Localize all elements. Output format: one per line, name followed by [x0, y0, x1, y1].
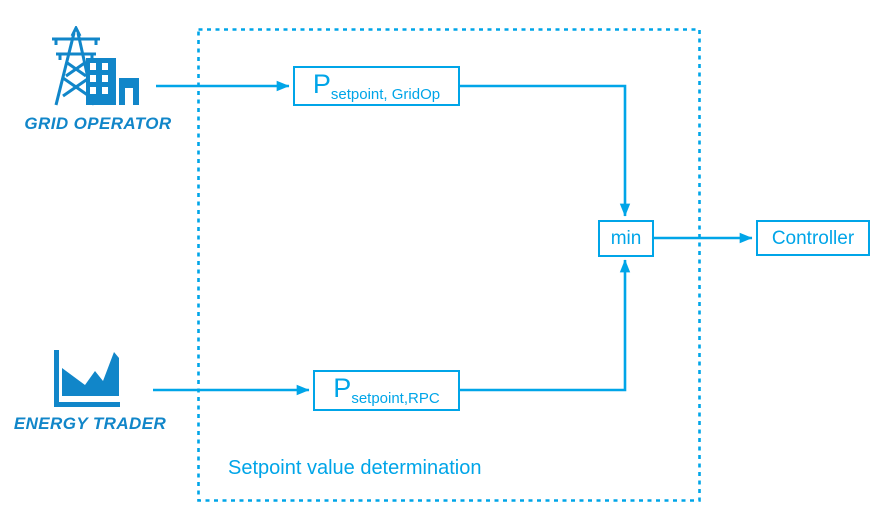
transmission-tower-building-icon	[52, 26, 139, 106]
block-p-setpoint-rpc: Psetpoint,RPC	[313, 370, 460, 411]
p-setpoint-rpc-symbol: Psetpoint,RPC	[333, 373, 440, 407]
energy-trader-label: ENERGY TRADER	[13, 414, 167, 433]
controller-label: Controller	[771, 227, 855, 249]
arrow-psetpointgridop-to-min	[460, 84, 631, 217]
energy-price-chart-icon	[54, 350, 120, 407]
boundary-caption: Setpoint value determination	[228, 457, 482, 479]
block-controller: Controller	[756, 220, 870, 256]
grid-operator-label: GRID OPERATOR	[24, 114, 172, 133]
arrow-psetpointrpc-to-min	[460, 259, 631, 392]
energy-trader-entity: ENERGY TRADER	[0, 346, 180, 434]
p-setpoint-gridop-symbol: Psetpoint, GridOp	[312, 68, 441, 103]
min-label: min	[610, 228, 642, 249]
block-min: min	[598, 220, 654, 257]
block-p-setpoint-gridop: Psetpoint, GridOp	[293, 66, 460, 106]
grid-operator-entity: GRID OPERATOR	[8, 26, 188, 134]
